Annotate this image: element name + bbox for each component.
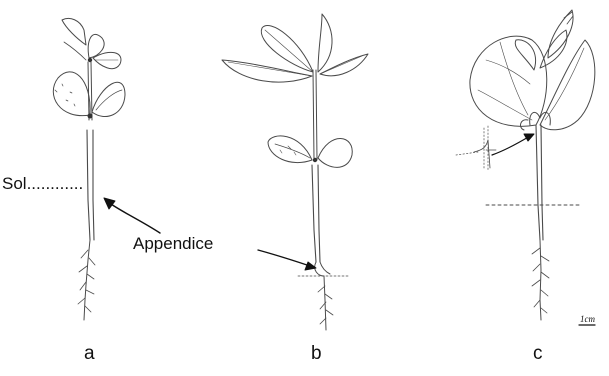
panel-label-b: b: [311, 343, 322, 365]
seedling-a-drawing: [53, 18, 125, 320]
panel-label-c: c: [533, 343, 543, 365]
appendage-label: Appendice: [133, 234, 213, 254]
appendage-arrow-b: [258, 250, 316, 270]
soil-label: Sol............: [2, 174, 83, 194]
seedling-b-drawing: [222, 14, 368, 330]
appendage-arrow-a: [104, 198, 160, 233]
seedling-c-drawing: [456, 10, 595, 320]
panel-label-a: a: [84, 343, 95, 365]
scale-bar-label: 1cm: [580, 314, 595, 324]
